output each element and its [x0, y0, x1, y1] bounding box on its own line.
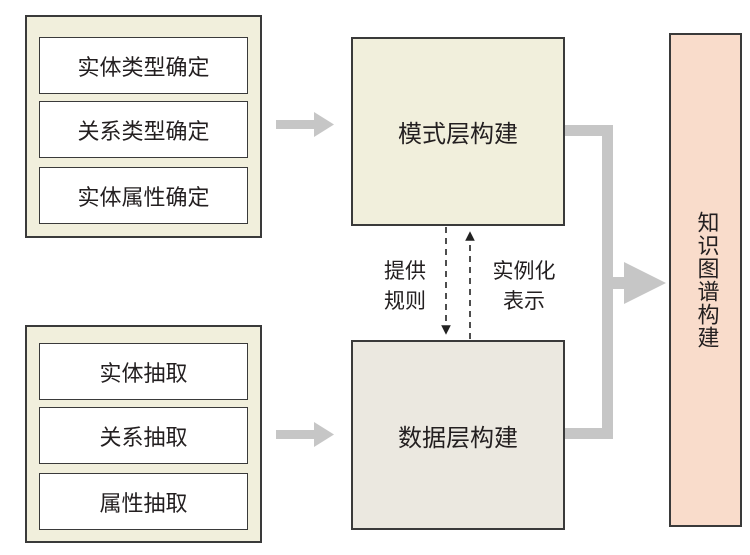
schema-input-arrow: [276, 112, 334, 137]
schema-layer-label: 模式层构建: [398, 120, 518, 148]
instantiate-label: 实例化 表示: [492, 259, 556, 313]
schema-item: 实体类型确定: [39, 37, 248, 94]
data-layer-box: 数据层构建: [351, 340, 565, 530]
schema-layer-box: 模式层构建: [351, 37, 565, 226]
data-layer-label: 数据层构建: [398, 423, 518, 452]
merge-connector: [565, 125, 666, 439]
provide-rules-label: 提供 规则: [384, 259, 426, 313]
data-extraction-group: 实体抽取 关系抽取 属性抽取: [25, 325, 262, 543]
knowledge-graph-box: 知识图谱构建: [669, 33, 742, 527]
data-item: 关系抽取: [39, 407, 248, 464]
schema-definition-group: 实体类型确定 关系类型确定 实体属性确定: [25, 15, 262, 238]
knowledge-graph-label: 知识图谱构建: [693, 211, 719, 349]
data-input-arrow: [276, 422, 334, 447]
schema-item: 实体属性确定: [39, 167, 248, 224]
data-item: 实体抽取: [39, 343, 248, 400]
data-item: 属性抽取: [39, 473, 248, 530]
schema-item: 关系类型确定: [39, 101, 248, 158]
